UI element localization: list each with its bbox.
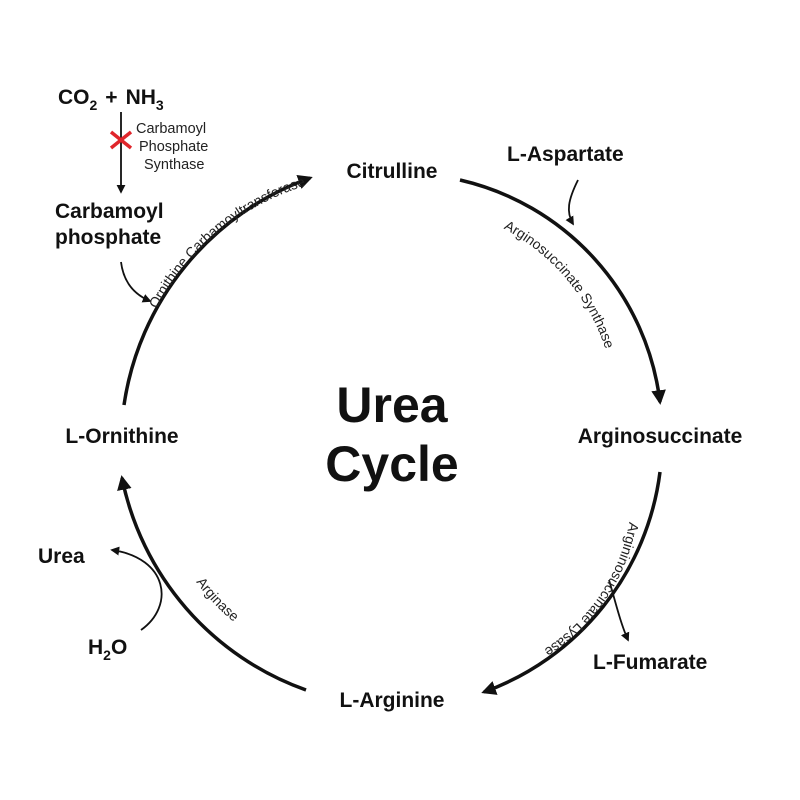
enzyme-arginosuccinate-synthase: Arginosuccinate Synthase (502, 217, 618, 350)
enzyme-cps-line-1: Carbamoyl (136, 121, 206, 137)
node-l-arginine: L-Arginine (340, 689, 445, 712)
enzyme-cps-line-2: Phosphate (139, 139, 208, 155)
enzyme-arginase: Arginase (194, 574, 243, 624)
node-arginosuccinate: Arginosuccinate (578, 425, 743, 448)
input-co2-nh3: CO2+NH3 (58, 86, 164, 113)
carbamoyl-phosphate-line-2: phosphate (55, 226, 161, 249)
arrow-carbamoyl-phosphate-in (120, 261, 152, 303)
arc-arginosuccinate-to-arginine (481, 471, 662, 695)
output-urea: Urea (38, 545, 85, 568)
inhibition-x-icon (109, 130, 133, 150)
carbamoyl-phosphate-line-1: Carbamoyl (55, 200, 164, 223)
title-line-2: Cycle (325, 436, 458, 492)
enzyme-ornithine-carbamoyltransferase: Ornithine Carbamoyltransferase (145, 173, 307, 310)
arrow-aspartate-in (565, 179, 579, 226)
node-l-ornithine: L-Ornithine (65, 425, 178, 448)
arc-arginine-to-ornithine (117, 475, 307, 692)
arc-ornithine-to-citrulline (122, 175, 313, 406)
input-l-aspartate: L-Aspartate (507, 143, 624, 166)
arrow-fumarate-out (608, 579, 630, 642)
title-line-1: Urea (336, 377, 448, 433)
arrow-water-to-urea (110, 546, 163, 631)
enzyme-cps-line-3: Synthase (144, 157, 204, 173)
input-h2o: H2O (88, 636, 127, 663)
output-l-fumarate: L-Fumarate (593, 651, 707, 674)
arc-citrulline-to-arginosuccinate (459, 178, 666, 405)
node-citrulline: Citrulline (346, 160, 437, 183)
